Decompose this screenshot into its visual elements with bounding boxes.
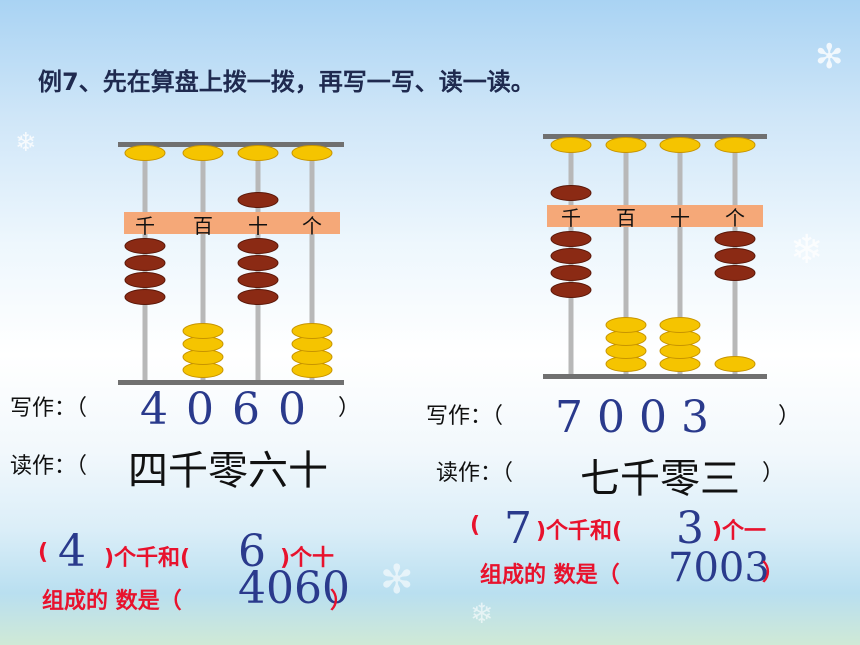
right-active-bead-3-2	[714, 265, 756, 281]
left-question-middle: )个千和(	[104, 546, 191, 571]
left-upper-bead-3	[291, 145, 333, 161]
left-place-label-1: 百	[193, 214, 213, 238]
snowflake-decoration: ❄	[15, 128, 37, 158]
right-question-number-answer: 7003	[668, 545, 770, 591]
right-upper-bead-0	[550, 137, 592, 153]
left-upper-bead-0	[124, 145, 166, 161]
left-question-tens-answer: 6	[238, 526, 266, 577]
right-upper-bead-1	[605, 137, 647, 153]
right-place-label-2: 十	[670, 206, 690, 230]
left-active-bead-0-2	[124, 272, 166, 288]
left-question-end: )个十	[280, 546, 335, 571]
snowflake-decoration: ❄	[790, 227, 824, 273]
right-upper-active-bead-0	[550, 185, 592, 201]
right-place-label-1: 百	[616, 206, 636, 230]
left-upper-bead-2	[237, 145, 279, 161]
left-upper-active-bead-2	[237, 192, 279, 208]
left-read-label: 读作：（	[10, 454, 88, 479]
right-active-bead-3-1	[714, 248, 756, 264]
right-read-answer: 七千零三	[580, 456, 740, 502]
left-active-bead-0-1	[124, 255, 166, 271]
right-read-close: ）	[762, 461, 785, 486]
right-active-bead-0-2	[550, 265, 592, 281]
left-place-label-0: 千	[135, 214, 155, 238]
right-active-bead-0-1	[550, 248, 592, 264]
right-active-bead-0-3	[550, 282, 592, 298]
page-title: 例7、先在算盘上拨一拨，再写一写、读一读。	[38, 68, 535, 96]
right-question-thousands-answer: 7	[504, 503, 532, 554]
right-question-ones-answer: 3	[676, 503, 704, 554]
right-active-bead-0-0	[550, 231, 592, 247]
right-rest-bead-3-0	[714, 356, 756, 372]
left-question-open: (	[38, 540, 49, 565]
left-active-bead-2-0	[237, 238, 279, 254]
left-question-number-answer: 4060	[238, 563, 350, 614]
left-active-bead-0-0	[124, 238, 166, 254]
left-write-label: 写作：（	[10, 396, 88, 421]
right-write-answer: 7 0 0 3	[555, 392, 709, 443]
right-write-label: 写作：（	[426, 404, 504, 429]
right-question-open: (	[470, 513, 481, 538]
right-rest-bead-2-3	[659, 317, 701, 333]
snowflake-decoration: ✻	[380, 557, 414, 603]
left-beam	[124, 212, 340, 234]
left-question-line2: 组成的 数是（	[42, 589, 182, 614]
left-active-bead-2-2	[237, 272, 279, 288]
right-active-bead-3-0	[714, 231, 756, 247]
right-frame-bottom	[543, 374, 767, 379]
left-write-answer: 4 0 6 0	[140, 384, 308, 435]
right-upper-bead-2	[659, 137, 701, 153]
left-active-bead-2-3	[237, 289, 279, 305]
left-rest-bead-3-3	[291, 323, 333, 339]
left-rest-bead-1-3	[182, 323, 224, 339]
right-place-label-0: 千	[561, 206, 581, 230]
snowflake-decoration: ❄	[470, 597, 494, 630]
left-read-answer: 四千零六十	[128, 448, 328, 494]
left-frame-top	[118, 142, 344, 147]
right-place-label-3: 个	[725, 206, 745, 230]
left-place-label-3: 个	[302, 214, 322, 238]
right-question-end: )个一	[712, 519, 767, 544]
snowflake-decoration: ✻	[815, 37, 844, 77]
right-upper-bead-3	[714, 137, 756, 153]
right-rest-bead-1-3	[605, 317, 647, 333]
right-write-close: ）	[778, 404, 801, 429]
left-question-line2-close: ）	[330, 589, 353, 614]
right-question-middle: )个千和(	[536, 519, 623, 544]
left-question-thousands-answer: 4	[58, 526, 86, 577]
left-place-label-2: 十	[248, 214, 268, 238]
right-frame-top	[543, 134, 767, 139]
left-frame-bottom	[118, 380, 344, 385]
right-beam	[547, 205, 763, 227]
right-read-label: 读作：（	[436, 461, 514, 486]
left-write-close: ）	[338, 396, 361, 421]
left-active-bead-0-3	[124, 289, 166, 305]
left-upper-bead-1	[182, 145, 224, 161]
right-question-line2: 组成的 数是（	[480, 563, 620, 588]
right-question-line2-close: ）	[762, 561, 785, 586]
left-active-bead-2-1	[237, 255, 279, 271]
